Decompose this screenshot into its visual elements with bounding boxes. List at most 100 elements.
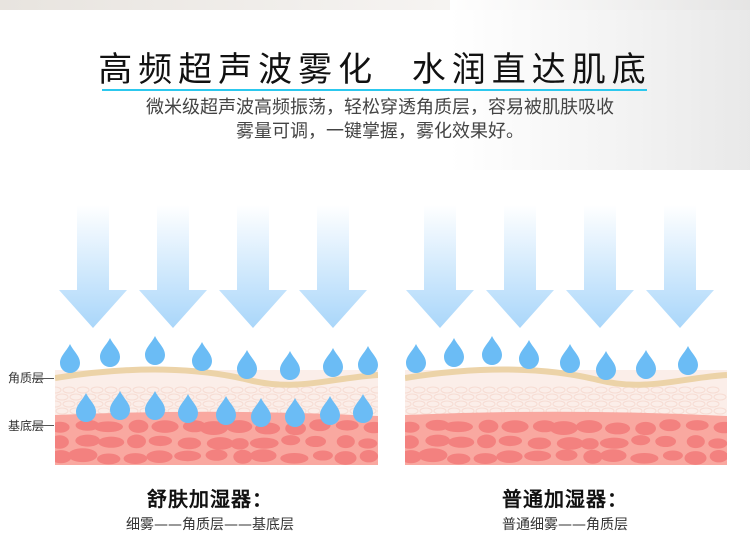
cell-outline bbox=[664, 400, 678, 408]
arrow-down-icon bbox=[646, 205, 714, 328]
tissue-cell bbox=[68, 448, 98, 463]
label-basal-layer: 基底层 bbox=[8, 419, 45, 433]
description: 微米级超声波高频振荡，轻松穿透角质层，容易被肌肤吸收 雾量可调，一键掌握，雾化效… bbox=[80, 96, 680, 144]
tissue-cell bbox=[205, 449, 228, 461]
cell-outline bbox=[482, 400, 496, 408]
cell-outline bbox=[552, 386, 566, 394]
cell-outline bbox=[174, 386, 188, 394]
cell-outline bbox=[454, 386, 468, 394]
water-drop-icon bbox=[285, 398, 305, 427]
skin-section bbox=[55, 366, 378, 465]
water-drop-icon bbox=[358, 346, 378, 375]
cell-outline bbox=[97, 393, 111, 401]
water-drop-icon bbox=[251, 398, 271, 427]
tissue-cell bbox=[128, 419, 149, 433]
caption-left-title: 舒肤加湿器： bbox=[147, 487, 273, 511]
tissue-cell bbox=[93, 421, 123, 433]
tissue-cell bbox=[226, 420, 253, 434]
tissue-cell bbox=[359, 450, 378, 463]
cell-outline bbox=[76, 386, 90, 394]
water-drop-icon bbox=[216, 396, 236, 425]
cell-outline bbox=[601, 393, 615, 401]
cell-outline bbox=[538, 400, 552, 408]
caption-left: 舒肤加湿器： 细雾——角质层——基底层 bbox=[45, 483, 375, 534]
tissue-cell bbox=[312, 450, 333, 461]
tissue-cell bbox=[363, 421, 378, 434]
water-drop-icon bbox=[320, 396, 340, 425]
water-drop-icon bbox=[406, 344, 426, 373]
cell-outline bbox=[293, 393, 307, 401]
water-drop-icon bbox=[145, 336, 165, 365]
cell-outline bbox=[405, 386, 412, 394]
tissue-cell bbox=[249, 437, 279, 449]
caption-right-title: 普通加湿器： bbox=[502, 487, 628, 511]
page-title: 高频超声波雾化 水润直达肌底 bbox=[98, 50, 652, 90]
tissue-cell bbox=[199, 421, 228, 436]
tissue-cell bbox=[250, 449, 277, 463]
tissue-cell bbox=[405, 450, 422, 464]
arrow-down-icon bbox=[406, 205, 474, 328]
cell-outline bbox=[377, 409, 378, 413]
cell-outline bbox=[678, 386, 692, 394]
cell-outline bbox=[545, 393, 559, 401]
arrow-down-icon bbox=[299, 205, 367, 328]
cell-outline bbox=[468, 400, 482, 408]
cell-outline bbox=[55, 393, 69, 401]
cell-outline bbox=[356, 386, 370, 394]
cell-outline bbox=[328, 386, 342, 394]
arrow-down-icon bbox=[59, 205, 127, 328]
cell-outline bbox=[454, 400, 468, 408]
cell-outline bbox=[552, 400, 566, 408]
cell-outline bbox=[426, 386, 440, 394]
cell-outline bbox=[650, 386, 664, 394]
tissue-cell bbox=[635, 421, 656, 436]
tissue-cell bbox=[443, 421, 473, 433]
tissue-cell bbox=[549, 421, 578, 436]
cell-outline bbox=[55, 386, 62, 394]
cell-outline bbox=[699, 407, 713, 415]
cell-outline bbox=[251, 393, 265, 401]
water-drop-icon bbox=[596, 351, 616, 380]
cell-outline bbox=[566, 386, 580, 394]
water-drop-icon bbox=[323, 348, 343, 377]
cell-outline bbox=[692, 400, 706, 408]
water-drop-icon bbox=[636, 350, 656, 379]
cell-outline bbox=[419, 393, 433, 401]
tissue-cell bbox=[713, 421, 727, 434]
arrow-down-icon bbox=[219, 205, 287, 328]
tissue-cell bbox=[496, 450, 523, 463]
cell-outline bbox=[223, 393, 237, 401]
cell-outline bbox=[202, 400, 216, 408]
cell-outline bbox=[265, 393, 279, 401]
cell-outline bbox=[650, 400, 664, 408]
water-drop-icon bbox=[280, 351, 300, 380]
cell-outline bbox=[335, 393, 349, 401]
cell-outline bbox=[489, 393, 503, 401]
cell-outline bbox=[426, 400, 440, 408]
tissue-cell bbox=[685, 420, 709, 431]
caption-right-subtitle: 普通细雾——角质层 bbox=[502, 517, 628, 533]
cell-outline bbox=[412, 400, 426, 408]
cell-outline bbox=[195, 393, 209, 401]
cell-outline bbox=[622, 400, 636, 408]
cell-outline bbox=[146, 386, 160, 394]
cell-outline bbox=[62, 400, 76, 408]
tissue-cell bbox=[98, 436, 125, 448]
cell-outline bbox=[279, 393, 293, 401]
tissue-cell bbox=[358, 438, 378, 449]
tissue-cell bbox=[498, 435, 523, 447]
cell-outline bbox=[342, 400, 356, 408]
tissue-cell bbox=[405, 421, 420, 433]
tissue-cell bbox=[336, 435, 355, 449]
stratum-corneum-band bbox=[55, 366, 378, 388]
cell-outline bbox=[608, 386, 622, 394]
cell-outline bbox=[580, 386, 594, 394]
tissue-cell bbox=[686, 435, 705, 449]
cell-outline bbox=[657, 393, 671, 401]
tissue-cell bbox=[580, 438, 599, 450]
tissue-cell bbox=[576, 420, 603, 434]
cell-outline bbox=[132, 386, 146, 394]
cell-outline bbox=[314, 386, 328, 394]
tissue-cell bbox=[425, 419, 450, 431]
